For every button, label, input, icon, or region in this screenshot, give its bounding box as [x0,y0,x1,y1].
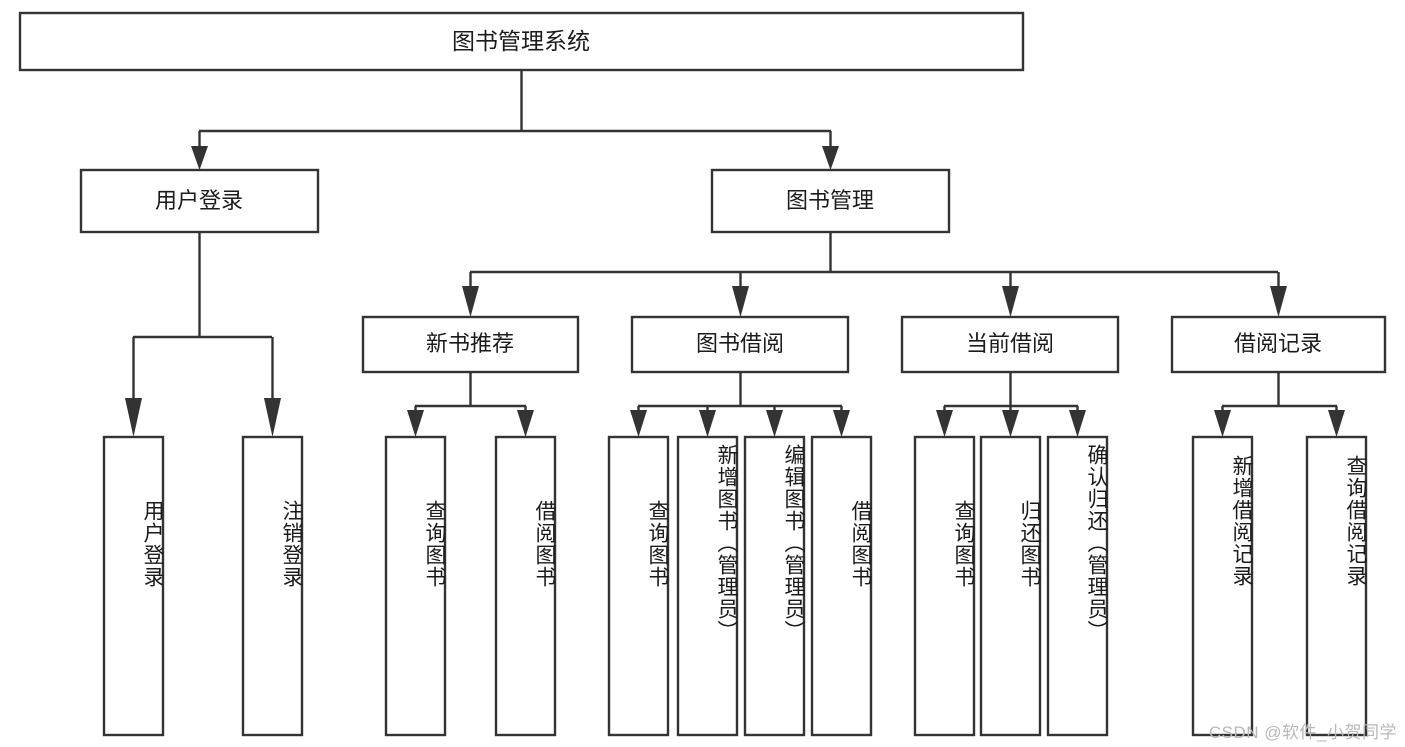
arrow-head-leaf-add-book [699,410,716,437]
arrow-head-leaf-query-book-3 [936,410,953,437]
node-borrow-record-label: 借阅记录 [1234,331,1322,356]
node-current-borrow-box[interactable] [900,315,1120,374]
connector-group-book-manage [462,232,1287,317]
arrow-head-leaf-borrow-book-2 [833,410,850,437]
arrow-head-current-borrow [1002,286,1019,317]
node-leaf-borrow-book-1-box[interactable] [494,435,557,737]
node-leaf-edit-book-box[interactable] [743,435,806,737]
node-root-label: 图书管理系统 [452,28,590,54]
node-leaf-query-record-box[interactable] [1305,435,1368,737]
arrow-head-book-borrow [732,286,749,317]
arrow-head-leaf-add-record [1214,410,1231,437]
node-borrow-record-box[interactable] [1170,315,1387,374]
node-leaf-user-login-box[interactable] [102,435,165,737]
node-leaf-query-book-3-box[interactable] [913,435,976,737]
arrow-head-new-book-recommend [462,286,479,317]
connector-group-user-login [125,232,281,437]
node-leaf-borrow-book-2-box[interactable] [810,435,873,737]
node-new-book-recommend-label: 新书推荐 [426,331,514,356]
node-leaf-add-book-box[interactable] [676,435,739,737]
node-new-book-recommend-box[interactable] [361,315,580,374]
node-leaf-add-record-box[interactable] [1191,435,1254,737]
connector-group-current-borrow [936,372,1086,437]
connector-group-new-book-recommend [407,372,534,437]
arrow-head-leaf-borrow-book-1 [517,410,534,437]
arrow-head-borrow-record [1270,286,1287,317]
arrow-head-book-manage [822,146,839,170]
csdn-watermark: CSDN @软件_小贺同学 [1208,723,1397,742]
node-user-login-box[interactable] [79,168,320,234]
arrow-head-leaf-return-book [1002,410,1019,437]
node-leaf-query-book-2-box[interactable] [607,435,670,737]
arrow-head-user-login [191,146,208,170]
connector-group-book-borrow [630,372,850,437]
arrow-head-leaf-user-login [125,398,142,437]
node-book-manage-label: 图书管理 [786,188,874,213]
arrow-head-leaf-confirm-return [1069,410,1086,437]
node-book-manage-box[interactable] [710,168,951,234]
node-book-borrow-box[interactable] [630,315,850,374]
arrow-head-leaf-query-book-1 [407,410,424,437]
node-root-box[interactable] [18,11,1025,72]
arrow-head-leaf-edit-book [766,410,783,437]
arrow-head-leaf-user-logout [264,398,281,437]
node-book-borrow-label: 图书借阅 [696,331,784,356]
node-user-login-label: 用户登录 [155,188,243,213]
node-leaf-user-logout-box[interactable] [241,435,304,737]
node-leaf-return-book-box[interactable] [979,435,1042,737]
arrow-head-leaf-query-record [1328,410,1345,437]
node-leaf-confirm-return-box[interactable] [1046,435,1109,737]
connector-group-borrow-record [1214,372,1345,437]
connector-group-root [191,70,839,170]
node-current-borrow-label: 当前借阅 [966,331,1054,356]
arrow-head-leaf-query-book-2 [630,410,647,437]
node-leaf-query-book-1-box[interactable] [384,435,447,737]
